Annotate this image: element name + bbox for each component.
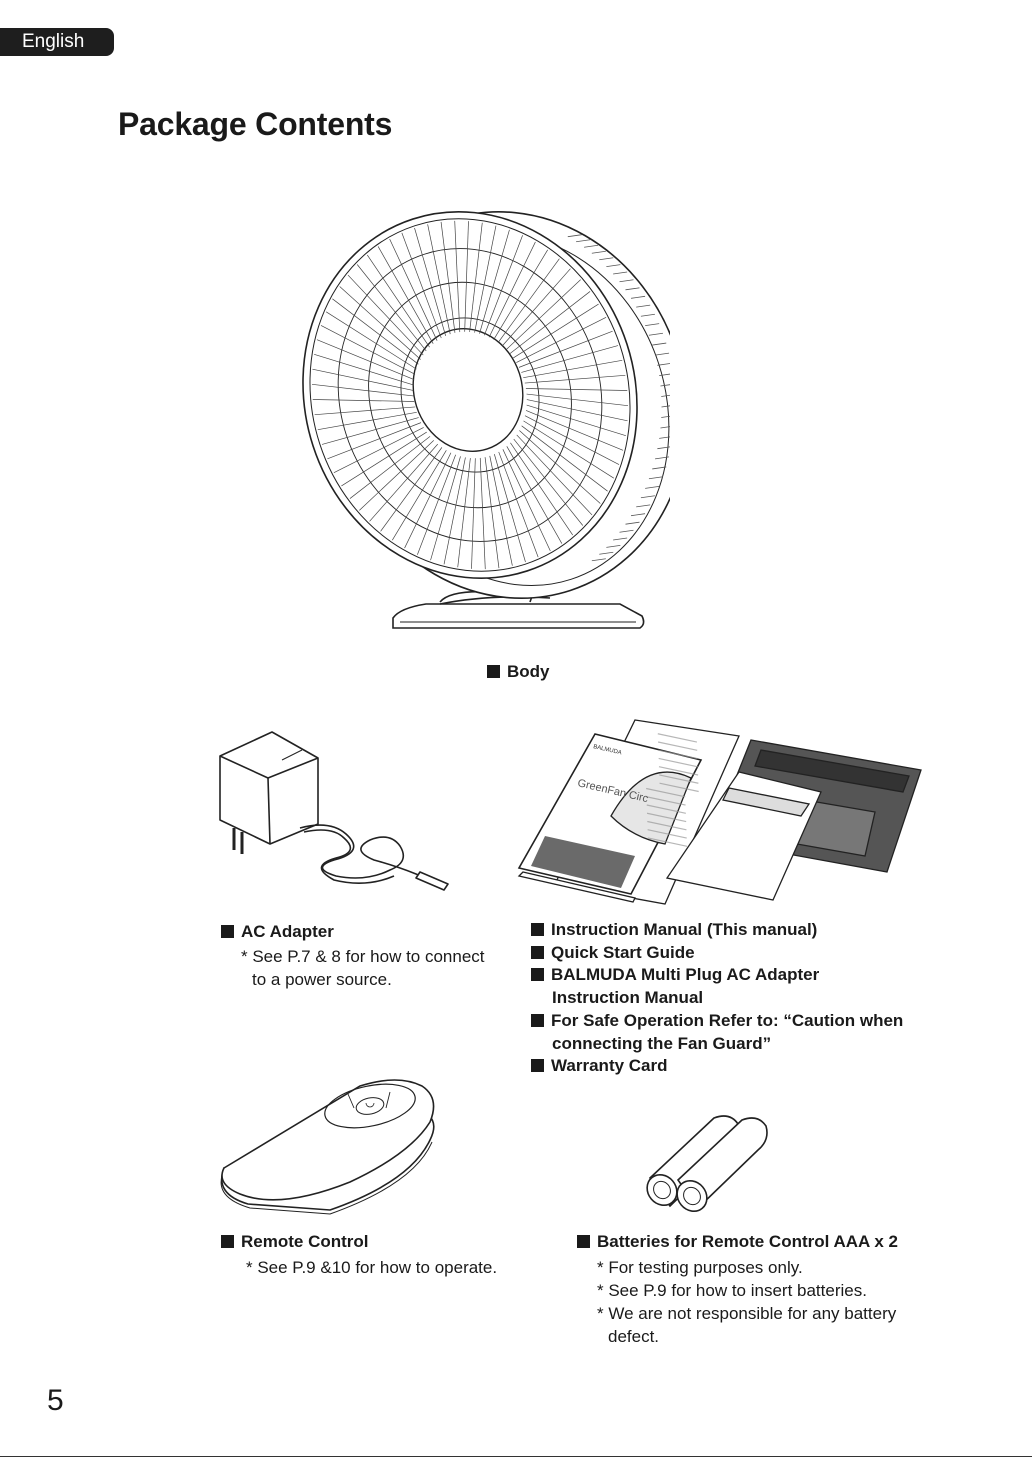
remote-control-label-text: Remote Control	[241, 1232, 369, 1251]
bullet-square	[221, 925, 234, 938]
documents-illustration: BALMUDA GreenFan Circ	[517, 719, 922, 905]
page-number: 5	[47, 1384, 64, 1417]
ac-adapter-illustration	[219, 731, 449, 891]
bullet-square	[577, 1235, 590, 1248]
page-title: Package Contents	[118, 106, 393, 142]
list-item: Quick Start Guide	[531, 942, 903, 965]
body-label-text: Body	[507, 662, 550, 681]
list-item-text: BALMUDA Multi Plug AC Adapter	[551, 965, 820, 985]
ac-adapter-label: AC Adapter	[221, 920, 334, 943]
list-item: For Safe Operation Refer to: “Caution wh…	[531, 1010, 903, 1055]
ac-adapter-note: * See P.7 & 8 for how to connect to a po…	[241, 945, 485, 991]
note-line: * See P.9 for how to insert batteries.	[597, 1281, 867, 1300]
documents-list: Instruction Manual (This manual) Quick S…	[531, 919, 903, 1078]
language-tab: English	[0, 28, 114, 56]
list-item-text: Instruction Manual (This manual)	[551, 920, 818, 939]
note-line: to a power source.	[252, 970, 392, 989]
list-item-text: connecting the Fan Guard”	[552, 1033, 772, 1053]
note-line: * See P.9 &10 for how to operate.	[246, 1258, 498, 1277]
batteries-label: Batteries for Remote Control AAA x 2	[577, 1230, 898, 1253]
note-line: * We are not responsible for any battery	[597, 1304, 897, 1323]
list-item: Warranty Card	[531, 1055, 903, 1078]
list-item-text: Instruction Manual	[552, 988, 704, 1008]
fan-body-illustration	[302, 211, 670, 629]
bullet-square	[531, 1059, 544, 1073]
remote-control-note: * See P.9 &10 for how to operate.	[246, 1256, 497, 1279]
batteries-illustration	[646, 1115, 768, 1213]
ac-adapter-label-text: AC Adapter	[241, 922, 334, 941]
bullet-square	[531, 968, 544, 982]
bullet-square	[221, 1235, 234, 1248]
list-item-text: For Safe Operation Refer to: “Caution wh…	[551, 1010, 904, 1030]
bullet-square	[531, 923, 544, 936]
bullet-square	[487, 665, 500, 678]
list-item-text: Quick Start Guide	[551, 942, 695, 962]
batteries-notes: * For testing purposes only. * See P.9 f…	[597, 1256, 896, 1348]
note-line: defect.	[608, 1327, 660, 1346]
bottom-rule	[0, 1456, 1032, 1457]
batteries-label-text: Batteries for Remote Control AAA x 2	[597, 1232, 899, 1251]
note-line: * For testing purposes only.	[597, 1258, 803, 1277]
note-line: * See P.7 & 8 for how to connect	[241, 947, 485, 966]
body-label: Body	[487, 660, 550, 683]
remote-control-illustration	[220, 1079, 435, 1215]
remote-control-label: Remote Control	[221, 1230, 369, 1253]
bullet-square	[531, 945, 544, 959]
list-item-text: Warranty Card	[551, 1056, 668, 1076]
bullet-square	[531, 1013, 544, 1027]
list-item: Instruction Manual (This manual)	[531, 919, 903, 942]
